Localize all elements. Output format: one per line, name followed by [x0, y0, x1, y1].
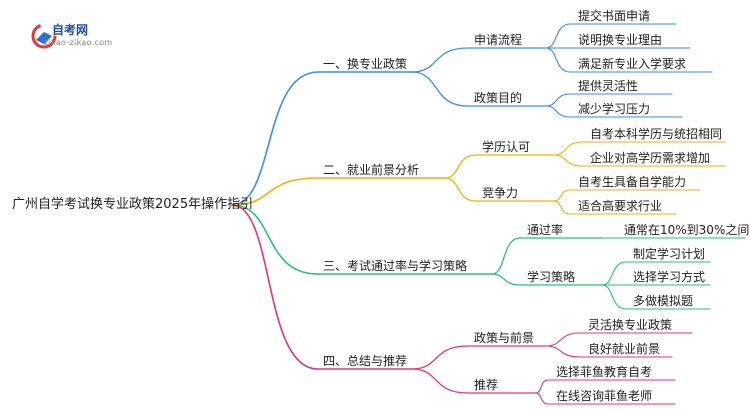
connector-branch-1-sub-2 [411, 71, 469, 107]
connector-branch-3-sub-2-leaf-1 [601, 261, 627, 286]
branch-1-leaf-1: 提交书面申请 [578, 9, 651, 23]
branch-2-sub-2: 竞争力 [482, 186, 519, 200]
connector-branch-3-sub-2 [491, 273, 521, 286]
connector-branch-4-sub-1-leaf-1 [545, 332, 581, 347]
connector-branch-1-sub-2-leaf-2 [545, 105, 571, 118]
branch-2-sub-1: 学历认可 [482, 140, 531, 154]
branch-4-label: 四、总结与推荐 [323, 354, 408, 368]
branch-4-leaf-1: 灵活换专业政策 [588, 318, 673, 332]
branch-3-leaf-3: 选择学习方式 [633, 270, 706, 284]
branch-3-sub-1: 通过率 [527, 223, 564, 237]
branch-1-leaf-4: 提供灵活性 [578, 79, 639, 93]
connector-branch-2-sub-1 [444, 154, 477, 179]
connector-branch-2-sub-2 [444, 177, 477, 202]
connector-branch-2-sub-1-leaf-2 [553, 154, 583, 167]
connector-branch-4-sub-1-leaf-2 [545, 345, 581, 358]
connector-branch-2-sub-2-leaf-2 [553, 200, 571, 215]
connector-branch-3-sub-1 [491, 237, 521, 275]
branch-4-sub-2: 推荐 [474, 378, 499, 392]
connector-branch-2-sub-2-leaf-1 [553, 189, 571, 202]
logo-subtitle: zikao-zikao.com [44, 38, 113, 47]
connector-branch-4-sub-2 [411, 368, 469, 394]
connector-branch-1-sub-1 [411, 47, 469, 73]
logo-icon [31, 23, 57, 49]
connector-branch-3-sub-2-leaf-3 [601, 284, 627, 310]
branch-4-sub-1: 政策与前景 [474, 331, 535, 345]
connector-branch-4-sub-1 [411, 345, 469, 370]
connector-branch-1-sub-2-leaf-1 [545, 93, 571, 107]
branch-1-leaf-5: 减少学习压力 [578, 102, 651, 116]
branch-2-leaf-3: 自考生具备自学能力 [578, 175, 687, 189]
connector-branch-4 [231, 204, 319, 370]
branch-3-leaf-2: 制定学习计划 [633, 247, 706, 261]
branch-2-leaf-4: 适合高要求行业 [578, 199, 663, 213]
branch-4-leaf-4: 在线咨询菲鱼老师 [556, 389, 653, 403]
root-topic: 广州自学考试换专业政策2025年操作指引 [12, 197, 254, 212]
branch-1-sub-1: 申请流程 [474, 33, 523, 47]
branch-3-label: 三、考试通过率与学习策略 [323, 259, 468, 273]
branch-4-leaf-2: 良好就业前景 [588, 342, 661, 356]
branch-1-leaf-2: 说明换专业理由 [578, 33, 663, 47]
branch-1-label: 一、换专业政策 [323, 57, 408, 71]
connector-branch-1-sub-1-leaf-1 [545, 23, 571, 49]
logo-title: 自考网 [52, 23, 89, 37]
site-logo[interactable] [30, 20, 140, 50]
branch-2-leaf-1: 自考本科学历与统招相同 [590, 127, 723, 141]
branch-1-leaf-3: 满足新专业入学要求 [578, 57, 687, 71]
connector-branch-4-sub-2-leaf-2 [535, 392, 549, 405]
connector-branch-2 [231, 177, 319, 206]
branch-3-leaf-4: 多做模拟题 [633, 294, 694, 308]
connector-branch-3 [231, 204, 319, 275]
branch-2-label: 二、就业前景分析 [323, 163, 420, 177]
branch-4-leaf-3: 选择菲鱼教育自考 [556, 365, 653, 379]
connector-branch-1-sub-1-leaf-3 [545, 47, 571, 73]
branch-3-sub-2: 学习策略 [527, 270, 576, 284]
branch-2-leaf-2: 企业对高学历需求增加 [590, 151, 711, 165]
connector-branch-4-sub-2-leaf-1 [535, 379, 549, 394]
branch-3-leaf-1: 通常在10%到30%之间 [624, 223, 750, 237]
connector-branch-1 [231, 71, 319, 206]
branch-1-sub-2: 政策目的 [474, 91, 523, 105]
connector-branch-2-sub-1-leaf-1 [553, 141, 583, 156]
